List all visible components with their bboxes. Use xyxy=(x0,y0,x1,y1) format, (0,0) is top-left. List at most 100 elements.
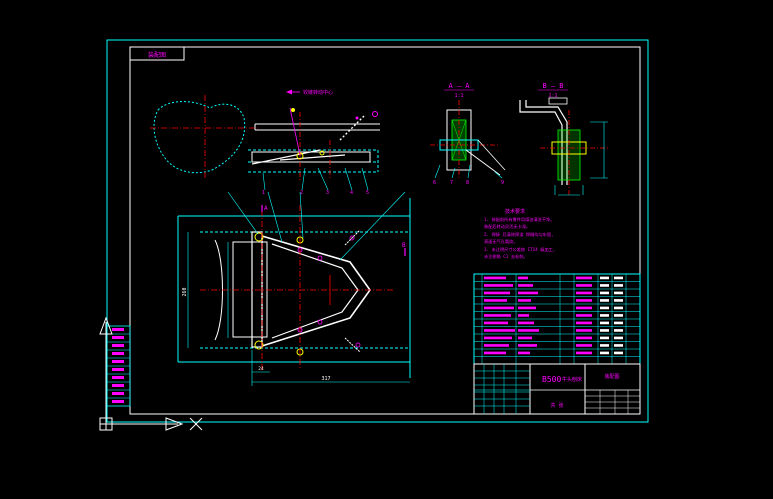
parts-list-entry xyxy=(600,306,609,310)
technical-notes: 技术要求 1. 装配前所有零件用煤油清洗干净。 装配后转动灵活无卡滞。 2. 焊… xyxy=(484,208,555,260)
parts-list-entry xyxy=(576,329,592,332)
dimension-width: 317 xyxy=(321,376,330,382)
parts-list-entry xyxy=(600,336,609,340)
revision-strip-entry xyxy=(112,344,124,347)
parts-list-entry xyxy=(600,314,609,317)
balloon: 5 xyxy=(366,190,369,196)
revision-strip-entry xyxy=(112,328,124,331)
revision-strip-entry xyxy=(112,360,124,363)
parts-list-entry xyxy=(484,314,511,317)
title-block: B500 牛头刨床 装配图 共 张 xyxy=(473,363,641,415)
revision-strip-entry xyxy=(112,384,124,387)
view-arrow-a: A xyxy=(264,205,268,212)
parts-list-entry xyxy=(576,284,592,287)
parts-list-entry xyxy=(518,314,529,317)
parts-list-entry xyxy=(614,344,623,347)
section-b-title: B — B xyxy=(542,82,563,90)
parts-list-entry xyxy=(600,351,609,355)
balloon: 9 xyxy=(501,180,504,186)
parts-list-entry xyxy=(576,351,592,355)
parts-list-entry xyxy=(576,299,592,302)
parts-list-entry xyxy=(484,329,515,332)
note-line: 未注倒角 C1 去毛刺。 xyxy=(484,253,528,260)
parts-list-entry xyxy=(614,291,623,295)
parts-list-entry xyxy=(484,351,506,355)
section-a-a: A — A 1:1 6 7 8 9 xyxy=(430,82,506,186)
parts-list-entry xyxy=(576,344,592,347)
parts-list-entry xyxy=(614,284,623,287)
parts-list-entry xyxy=(614,321,623,325)
parts-list-entry xyxy=(600,291,609,295)
parts-list-entry xyxy=(484,284,513,287)
linkage-view: 铰链转动中心 1 2 3 4 5 xyxy=(248,89,380,196)
parts-list-entry xyxy=(576,291,592,295)
notes-title: 技术要求 xyxy=(505,208,525,215)
note-line: 1. 装配前所有零件用煤油清洗干净。 xyxy=(484,216,554,223)
parts-list-entry xyxy=(518,276,528,280)
balloon: 2 xyxy=(300,190,303,196)
parts-list-entry xyxy=(614,276,623,280)
revision-strip-entry xyxy=(112,368,124,371)
revision-strip-entry xyxy=(112,336,124,339)
parts-list-entry xyxy=(484,306,514,310)
parts-list-entry xyxy=(576,336,592,340)
parts-list-entry xyxy=(614,306,623,310)
parts-list-entry xyxy=(576,314,592,317)
outer-frame xyxy=(106,39,649,423)
parts-list-entry xyxy=(614,336,623,340)
leader-note: 铰链转动中心 xyxy=(303,89,333,96)
balloon: 3 xyxy=(326,190,329,196)
section-a-title: A — A xyxy=(448,82,470,90)
cam-view xyxy=(150,95,260,180)
main-plan-view: A B 260 317 24 xyxy=(177,191,411,386)
section-b-b: B — B 1:1 xyxy=(519,82,610,196)
note-line: 2. 焊接 后清除焊渣 焊缝均匀牢固, xyxy=(484,231,554,238)
note-line: 表面无气孔裂纹。 xyxy=(484,238,518,245)
revision-strip-entry xyxy=(112,400,124,403)
dimension-small: 24 xyxy=(258,366,264,372)
parts-list-entry xyxy=(484,299,507,302)
parts-list-entry xyxy=(614,299,623,302)
parts-list-entry xyxy=(576,321,592,325)
dimension-height: 260 xyxy=(182,287,188,296)
note-line: 3. 未注明尺寸公差按 IT14 级加工, xyxy=(484,246,555,253)
parts-list-entry xyxy=(518,306,536,310)
ucs-icon[interactable] xyxy=(99,316,184,431)
balloon: 4 xyxy=(350,190,353,196)
parts-list-entry xyxy=(600,329,609,332)
parts-list-entry xyxy=(484,276,506,280)
parts-list-entry xyxy=(614,314,623,317)
corner-label: 装配图 xyxy=(148,51,166,59)
balloon: 6 xyxy=(433,180,436,186)
section-b-scale: 1:1 xyxy=(548,93,557,99)
title-drawing-name: 牛头刨床 xyxy=(562,376,582,383)
parts-list-entry xyxy=(484,321,508,325)
note-line: 装配后转动灵活无卡滞。 xyxy=(484,223,530,230)
balloon: 7 xyxy=(450,180,453,186)
parts-list-entry xyxy=(600,276,609,280)
parts-list-entry xyxy=(600,284,609,287)
parts-list-entry xyxy=(518,351,530,355)
section-a-scale: 1:1 xyxy=(454,93,463,99)
parts-list-entry xyxy=(484,344,509,347)
corner-label-box xyxy=(129,46,185,61)
revision-strip-entry xyxy=(112,392,124,395)
parts-list-entry xyxy=(518,336,532,340)
title-drawing-code: 装配图 xyxy=(604,373,619,380)
parts-list xyxy=(473,273,641,365)
revision-strip-entry xyxy=(112,352,124,355)
parts-list-entry xyxy=(518,291,538,295)
crosshair-cursor xyxy=(189,417,203,431)
parts-list-entry xyxy=(600,344,609,347)
parts-list-entry xyxy=(518,344,537,347)
parts-list-entry xyxy=(484,336,512,340)
balloon: 1 xyxy=(262,190,265,196)
parts-list-entry xyxy=(518,321,534,325)
parts-list-entry xyxy=(614,329,623,332)
revision-strip xyxy=(106,325,131,407)
title-product-name: B500 xyxy=(542,375,561,384)
parts-list-entry xyxy=(576,276,592,280)
view-arrow-b: B xyxy=(402,242,406,249)
parts-list-entry xyxy=(518,284,533,287)
